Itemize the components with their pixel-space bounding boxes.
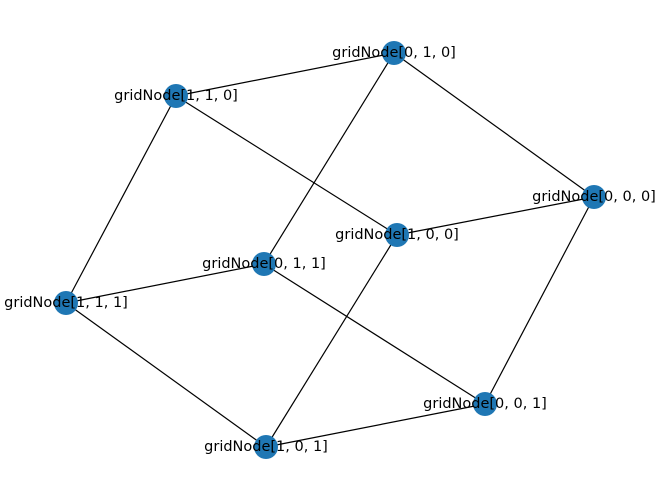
edge-001-101 <box>265 403 486 448</box>
node-label-010: gridNode[0, 1, 0] <box>332 45 456 61</box>
edge-011-001 <box>263 263 486 405</box>
edge-000-100 <box>396 196 595 236</box>
node-001 <box>473 392 497 416</box>
edge-100-101 <box>265 234 398 448</box>
edge-111-101 <box>65 302 267 448</box>
edge-010-110 <box>175 52 395 97</box>
edge-010-011 <box>263 52 395 265</box>
node-100 <box>385 223 409 247</box>
edge-000-001 <box>484 196 595 405</box>
node-111 <box>54 291 78 315</box>
edge-110-111 <box>65 95 177 304</box>
node-label-101: gridNode[1, 0, 1] <box>204 439 328 455</box>
edge-011-111 <box>65 263 265 304</box>
nodes-layer <box>54 41 606 459</box>
node-label-110: gridNode[1, 1, 0] <box>114 88 238 104</box>
node-label-001: gridNode[0, 0, 1] <box>423 396 547 412</box>
node-label-111: gridNode[1, 1, 1] <box>4 295 128 311</box>
edge-110-100 <box>175 95 398 236</box>
node-010 <box>382 41 406 65</box>
node-000 <box>582 185 606 209</box>
node-label-011: gridNode[0, 1, 1] <box>202 256 326 272</box>
node-label-100: gridNode[1, 0, 0] <box>335 227 459 243</box>
node-label-000: gridNode[0, 0, 0] <box>532 189 656 205</box>
edges-layer <box>65 52 595 448</box>
node-110 <box>164 84 188 108</box>
labels-layer: gridNode[0, 1, 0] gridNode[1, 1, 0] gridNo… <box>4 45 656 455</box>
node-011 <box>252 252 276 276</box>
node-101 <box>254 435 278 459</box>
edge-010-000 <box>393 52 595 198</box>
